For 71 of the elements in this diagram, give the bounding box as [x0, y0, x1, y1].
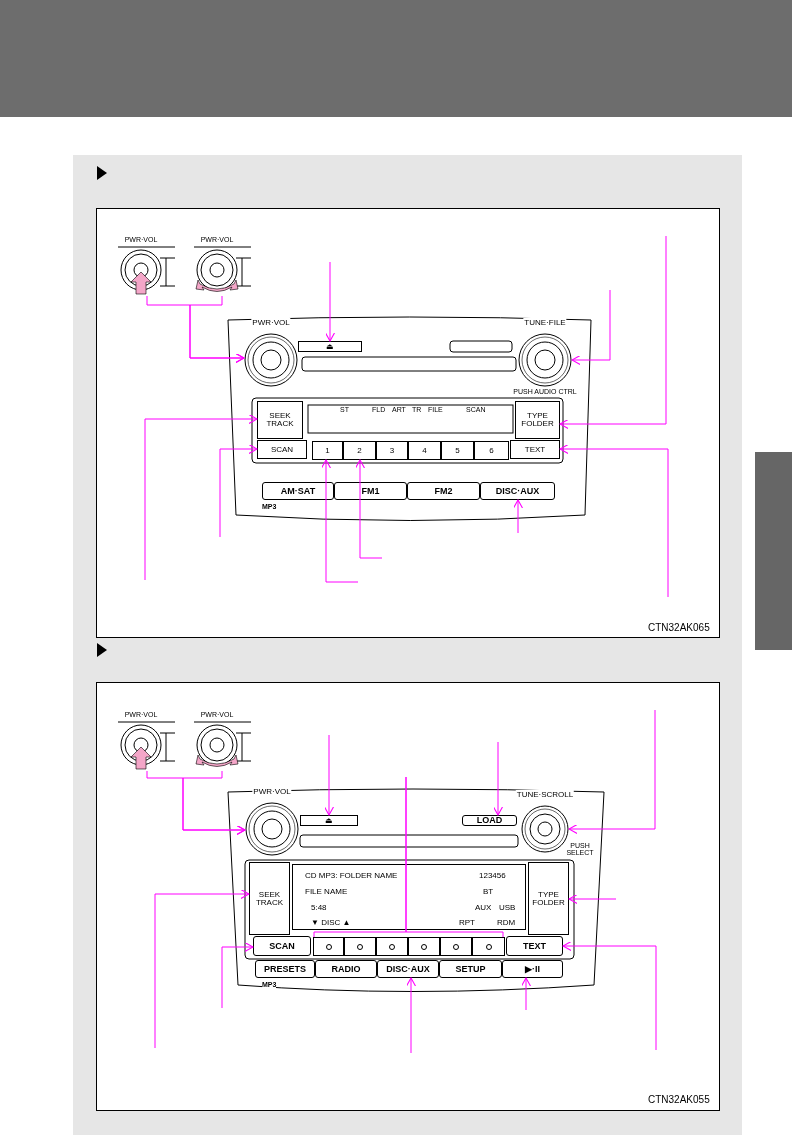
leader-line: [520, 977, 532, 1011]
leader-line: [568, 893, 617, 905]
leader-line: [221, 941, 254, 1009]
seek-track-button: SEEK TRACK: [249, 862, 290, 935]
display-text: 5:48: [311, 903, 327, 912]
preset-button: [376, 937, 408, 956]
preset-button: 2: [343, 441, 376, 460]
display-text: RDM: [497, 918, 516, 927]
leader-line: [323, 734, 335, 816]
preset-button: [408, 937, 440, 956]
leader-line: [559, 235, 667, 430]
text-button: TEXT: [510, 440, 560, 459]
am-sat-button: AM·SAT: [262, 482, 334, 500]
leader-line: [405, 977, 417, 1054]
load-button: LOAD: [462, 815, 517, 826]
leader-line: [405, 776, 504, 938]
preset-button: 5: [441, 441, 474, 460]
leader-line: [512, 499, 524, 534]
display-text: 123456: [479, 871, 506, 880]
preset-button: 1: [312, 441, 343, 460]
display-text: AUX: [475, 903, 492, 912]
knob-label: TUNE·FILE: [523, 318, 567, 327]
display-text: CD MP3: FOLDER NAME: [305, 871, 398, 880]
setup-button: SETUP: [439, 960, 502, 978]
display-text: ▼ DISC ▲: [311, 918, 351, 927]
display-text: RPT: [459, 918, 475, 927]
disc-aux-button: DISC·AUX: [480, 482, 555, 500]
leader-line: [154, 888, 250, 1049]
fm1-button: FM1: [334, 482, 407, 500]
preset-button: [440, 937, 472, 956]
leader-line: [144, 413, 258, 581]
leader-line: [492, 741, 504, 816]
radio-button: RADIO: [315, 960, 377, 978]
text-button: TEXT: [506, 936, 563, 956]
leader-line: [219, 443, 258, 538]
preset-button: [313, 937, 344, 956]
preset-button: 6: [474, 441, 509, 460]
leader-line: [189, 295, 245, 364]
preset-button: [472, 937, 505, 956]
play-pause-button: ▶·II: [502, 960, 563, 978]
disc-aux-button: DISC·AUX: [377, 960, 439, 978]
eject-button: ⏏: [298, 341, 362, 352]
display-text: USB: [499, 903, 516, 912]
seek-track-button: SEEK TRACK: [257, 401, 303, 439]
leader-line: [354, 459, 383, 559]
leader-line: [571, 289, 611, 366]
preset-button: [344, 937, 376, 956]
display-text: BT: [483, 887, 494, 896]
leader-line: [182, 770, 246, 836]
fm2-button: FM2: [407, 482, 480, 500]
type-folder-button: TYPE FOLDER: [528, 862, 569, 935]
leader-line: [568, 709, 656, 835]
knob-label: PWR·VOL: [252, 787, 292, 796]
leader-line: [562, 940, 657, 1051]
figure-code: CTN32AK065: [648, 622, 710, 633]
type-folder-button: TYPE FOLDER: [515, 401, 560, 439]
eject-button: ⏏: [300, 815, 358, 826]
leader-line: [324, 261, 336, 342]
scan-button: SCAN: [253, 936, 311, 956]
display-screen: [292, 864, 526, 930]
side-tab: [755, 452, 792, 650]
knob-label: PWR·VOL: [251, 318, 291, 327]
figure-code: CTN32AK055: [648, 1094, 710, 1105]
presets-button: PRESETS: [255, 960, 315, 978]
preset-button: 4: [408, 441, 441, 460]
display-text: FILE NAME: [305, 887, 348, 896]
preset-button: 3: [376, 441, 408, 460]
leader-line: [559, 443, 669, 598]
leader-line: [320, 459, 359, 583]
knob-label: TUNE·SCROLL: [515, 790, 575, 799]
scan-button: SCAN: [257, 440, 307, 459]
